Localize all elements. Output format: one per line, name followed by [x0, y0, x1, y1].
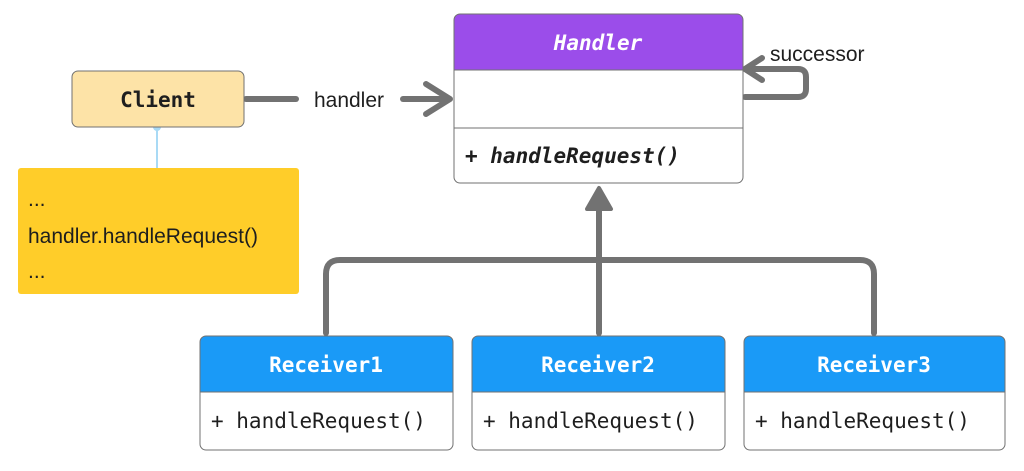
- receiver1-class-title: Receiver1: [269, 353, 383, 377]
- receiver3-class-title: Receiver3: [817, 353, 931, 377]
- client-note-line-3: ...: [28, 260, 46, 283]
- receiver2-class[interactable]: Receiver2 + handleRequest(): [471, 335, 726, 451]
- inheritance-branch-receiver1: [323, 257, 602, 336]
- receiver2-class-header: [472, 336, 725, 392]
- successor-edge-label: successor: [770, 43, 865, 66]
- client-note-line-2: handler.handleRequest(): [28, 225, 258, 248]
- client-box-shape: [71, 70, 245, 128]
- inheritance-branch-receiver3: [596, 257, 877, 336]
- receiver3-class-border: [743, 335, 1006, 451]
- receiver1-class-border: [199, 335, 454, 451]
- connectors: [243, 55, 877, 336]
- receiver3-class[interactable]: Receiver3 + handleRequest(): [743, 335, 1006, 451]
- inheritance-arrowhead: [585, 186, 613, 211]
- successor-arrowhead: [742, 55, 765, 83]
- successor-self-loop: [742, 66, 809, 100]
- client-title: Client: [120, 88, 196, 112]
- receiver1-class[interactable]: Receiver1 + handleRequest(): [199, 335, 454, 451]
- handler-class-title: Handler: [553, 31, 643, 55]
- handler-class-header: [454, 14, 743, 70]
- receiver2-class-title: Receiver2: [541, 353, 655, 377]
- receiver1-class-method: + handleRequest(): [211, 409, 426, 433]
- receiver1-class-header: [200, 336, 453, 392]
- receiver3-class-header: [744, 336, 1005, 392]
- receiver2-class-method: + handleRequest(): [483, 409, 698, 433]
- client-code-note-shape: [18, 168, 299, 294]
- client-code-note[interactable]: ... handler.handleRequest() ...: [18, 168, 299, 294]
- handler-class-method: + handleRequest(): [465, 144, 680, 168]
- receiver3-class-method: + handleRequest(): [755, 409, 970, 433]
- client-note-line-1: ...: [28, 188, 46, 211]
- handler-association-arrowhead: [423, 81, 453, 117]
- receiver2-class-border: [471, 335, 726, 451]
- handler-class-border: [453, 13, 744, 184]
- handler-edge-label: handler: [314, 89, 384, 112]
- handler-class[interactable]: Handler + handleRequest(): [453, 13, 744, 184]
- client-box[interactable]: Client: [71, 70, 245, 128]
